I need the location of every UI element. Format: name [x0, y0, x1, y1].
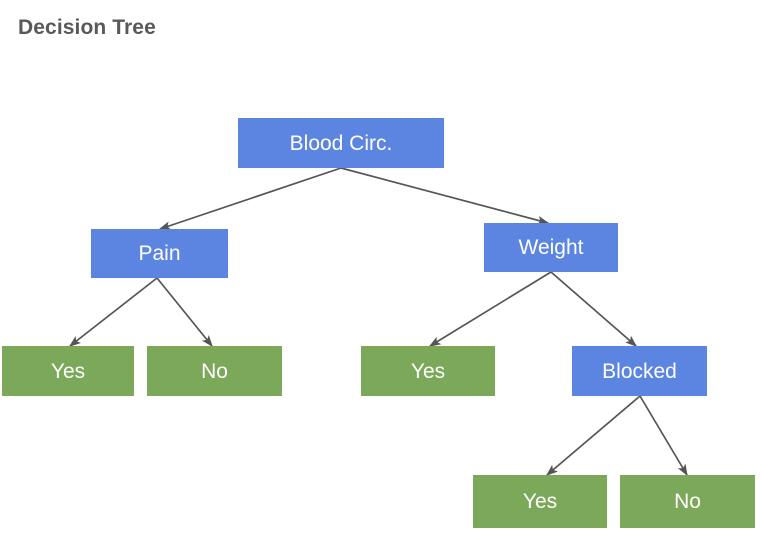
tree-node-label: No	[201, 359, 228, 383]
tree-edge-weight-to-blocked	[550, 271, 638, 347]
tree-node-label: Yes	[522, 490, 558, 513]
tree-node-label: Yes	[50, 359, 86, 383]
tree-node-label: Pain	[138, 242, 181, 265]
tree-edge-root-to-weight	[340, 167, 550, 225]
tree-node-pain-no[interactable]: No	[147, 346, 282, 396]
tree-node-root[interactable]: Blood Circ.	[238, 118, 444, 168]
tree-node-weight-yes[interactable]: Yes	[361, 346, 495, 396]
tree-node-label: Blocked	[602, 359, 677, 383]
tree-node-label: Blood Circ.	[289, 131, 393, 155]
tree-node-label: No	[674, 490, 701, 513]
page-title: Decision Tree	[18, 16, 156, 39]
tree-node-blocked-yes[interactable]: Yes	[473, 475, 607, 528]
tree-edge-root-to-pain	[158, 167, 342, 230]
tree-edge-blocked-to-blocked-no	[639, 395, 688, 477]
tree-node-weight[interactable]: Weight	[484, 223, 618, 272]
tree-node-pain-yes[interactable]: Yes	[2, 346, 134, 396]
tree-edge-pain-to-pain-yes	[68, 277, 158, 347]
tree-node-blocked[interactable]: Blocked	[572, 346, 707, 396]
tree-edge-blocked-to-blocked-yes	[545, 395, 641, 476]
tree-node-label: Yes	[410, 359, 446, 383]
tree-edge-pain-to-pain-no	[156, 277, 213, 348]
tree-node-label: Weight	[518, 236, 584, 259]
tree-node-pain[interactable]: Pain	[91, 229, 228, 278]
tree-node-blocked-no[interactable]: No	[620, 475, 755, 528]
tree-edge-weight-to-weight-yes	[428, 271, 552, 347]
